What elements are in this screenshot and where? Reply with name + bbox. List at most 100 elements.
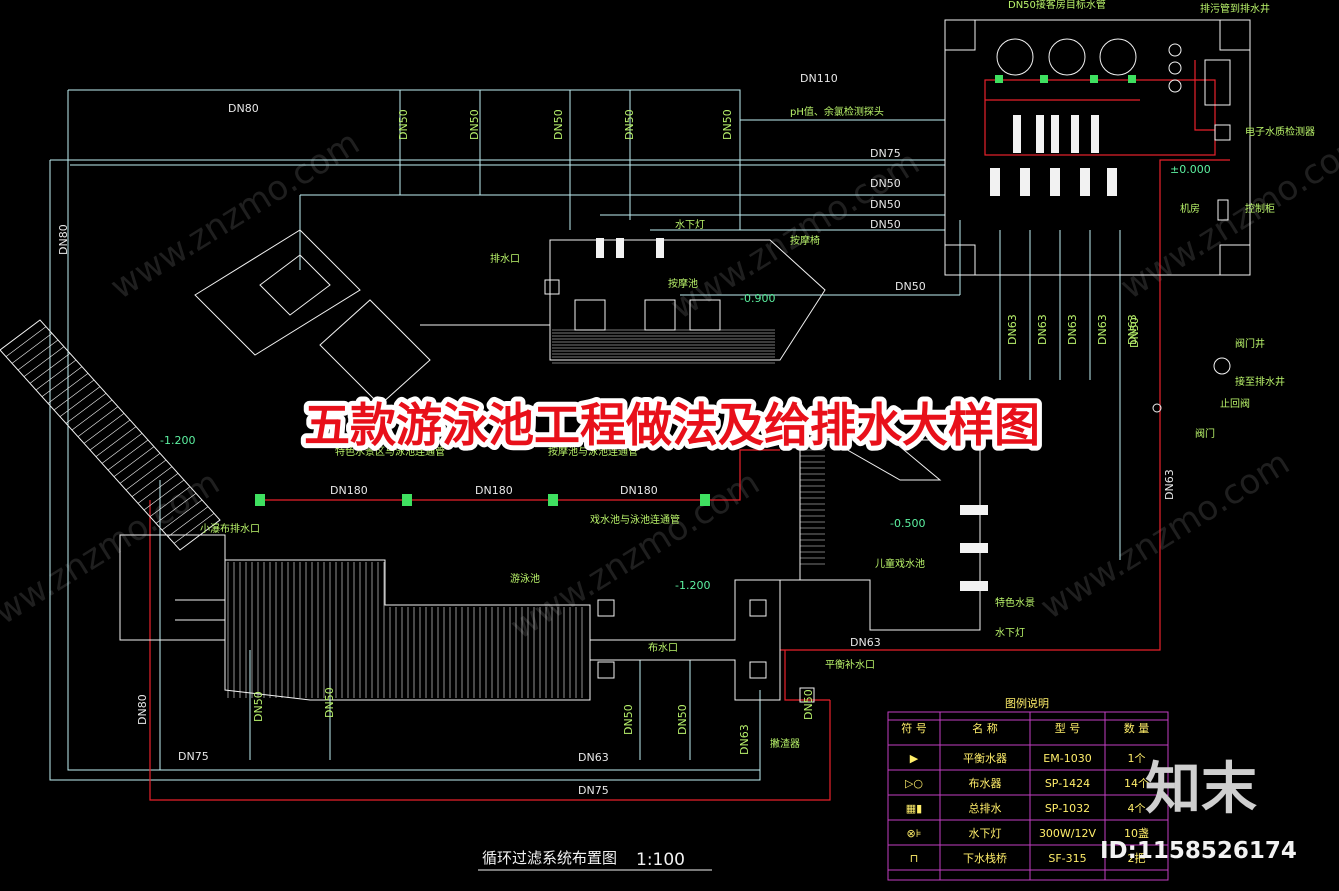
level-kids: -0.500 (890, 517, 925, 530)
hatch-line (17, 339, 59, 371)
label-dn75-bottom: DN75 (578, 784, 609, 797)
machine-room-pipe-label: DN63 (1126, 314, 1139, 345)
label-kids-pool: 儿童戏水池 (875, 557, 925, 570)
stair-hatching (0, 319, 825, 698)
label-link-pipe-b: 按摩池与泳池连通管 (548, 445, 638, 458)
watermark-layer: www.znzmo.com www.znzmo.com www.znzmo.co… (0, 123, 1339, 648)
level-zero: ±0.000 (1170, 163, 1211, 176)
machine-room-pipe-label: DN63 (1036, 314, 1049, 345)
hatch-line (143, 479, 185, 511)
label-dn50-top-equipment: DN50接客房目标水管 (1008, 0, 1106, 11)
hatch-line (155, 493, 197, 524)
drawing-title: 循环过滤系统布置图 (482, 849, 617, 867)
label-drain-outlet: 排水口 (490, 252, 520, 265)
legend-qty: 14个 (1124, 777, 1149, 790)
label-skimmer: 撇渣器 (770, 737, 800, 750)
pipe-fittings-green (255, 75, 1136, 506)
underwater-light-icon (616, 238, 624, 258)
filter-icon (1013, 115, 1021, 153)
filter-icon (1071, 115, 1079, 153)
vertical-pipe-label: DN50 (623, 109, 636, 140)
hatch-line (65, 393, 107, 424)
hatch-line (83, 413, 125, 444)
brand-id: ID:1158526174 (1100, 838, 1297, 864)
vertical-pipe-label: DN50 (468, 109, 481, 140)
label-swimming-pool: 游泳池 (510, 572, 540, 585)
hatch-line (41, 366, 83, 397)
legend-qty: 2把 (1128, 851, 1146, 865)
label-dn80-top: DN80 (228, 102, 259, 115)
legend-model: EM-1030 (1043, 752, 1091, 765)
hatch-line (47, 373, 89, 404)
label-dn50-a: DN50 (870, 177, 901, 190)
legend-symbol: ▶ (910, 752, 919, 765)
label-inlet: 布水口 (648, 642, 678, 654)
legend-name: 下水栈桥 (963, 851, 1007, 865)
label-massage-pool: 按摩池 (668, 277, 698, 290)
bottom-pipe-label: DN50 (622, 704, 635, 735)
bottom-pipe-label: DN50 (323, 687, 336, 718)
legend-model: SF-315 (1048, 852, 1086, 865)
drawing-title-block: 循环过滤系统布置图 1:100 (478, 849, 712, 871)
legend-qty: 10盏 (1124, 826, 1149, 840)
hatch-line (125, 459, 167, 491)
vertical-pipe-label: DN50 (552, 109, 565, 140)
legend-symbol: ⊗⊧ (907, 827, 922, 840)
hatch-line (77, 406, 119, 437)
pump-icon (1050, 168, 1060, 196)
label-control-cabinet: 控制柜 (1245, 202, 1275, 215)
drawing-scale: 1:100 (636, 850, 685, 870)
hatch-line (29, 353, 71, 384)
brand-logo-text: 知末 (1145, 757, 1257, 822)
watermark-text: www.znzmo.com (1114, 123, 1339, 308)
label-valve-well: 阀门井 (1235, 337, 1265, 350)
label-feature-water: 特色水景 (995, 596, 1035, 609)
label-dn180-1: DN180 (330, 484, 368, 497)
hatch-line (167, 506, 209, 537)
banner-title: 五款游泳池工程做法及给排水大样图 五款游泳池工程做法及给排水大样图 (299, 393, 1045, 457)
filter-icon (1036, 115, 1044, 153)
legend-title: 图例说明 (1005, 696, 1049, 710)
pump-icon (1080, 168, 1090, 196)
hatch-line (11, 333, 53, 364)
pipe-network-red (149, 60, 1230, 801)
feature-nozzle-icon (960, 543, 988, 553)
hatch-line (173, 513, 215, 544)
hatch-line (23, 346, 65, 377)
label-machine-room: 机房 (1180, 202, 1200, 215)
label-dn63-right: DN63 (1163, 469, 1176, 500)
label-dn63-bottom: DN63 (578, 751, 609, 764)
legend-header: 型 号 (1055, 721, 1081, 735)
pumps-row (596, 115, 1117, 591)
label-underwater-light: 水下灯 (675, 219, 705, 231)
equipment-symbols (996, 38, 1231, 413)
machine-room-pipe-label: DN63 (1006, 314, 1019, 345)
watermark-text: www.znzmo.com (104, 123, 367, 308)
legend-model: 300W/12V (1039, 827, 1097, 840)
pump-icon (990, 168, 1000, 196)
label-dn50-c: DN50 (870, 218, 901, 231)
filter-icon (1091, 115, 1099, 153)
hatch-line (101, 433, 143, 464)
label-dn80-left: DN80 (57, 224, 70, 255)
level-pool: -1.200 (675, 579, 710, 592)
underwater-light-icon (656, 238, 664, 258)
vertical-pipe-label: DN50 (721, 109, 734, 140)
label-dn50-d: DN50 (895, 280, 926, 293)
bottom-pipe-label: DN63 (738, 724, 751, 755)
hatch-line (119, 453, 161, 484)
legend-name: 布水器 (969, 777, 1002, 790)
hatch-line (137, 473, 179, 504)
banner-title-outline: 五款游泳池工程做法及给排水大样图 (304, 398, 1040, 452)
feature-nozzle-icon (960, 505, 988, 515)
pipe-network-cyan (49, 89, 1121, 781)
filter-icon (1051, 115, 1059, 153)
label-dn180-2: DN180 (475, 484, 513, 497)
label-dn110: DN110 (800, 72, 838, 85)
hatch-line (53, 379, 95, 411)
legend-name: 总排水 (969, 801, 1002, 815)
label-electronic-tester: 电子水质检测器 (1245, 125, 1315, 138)
